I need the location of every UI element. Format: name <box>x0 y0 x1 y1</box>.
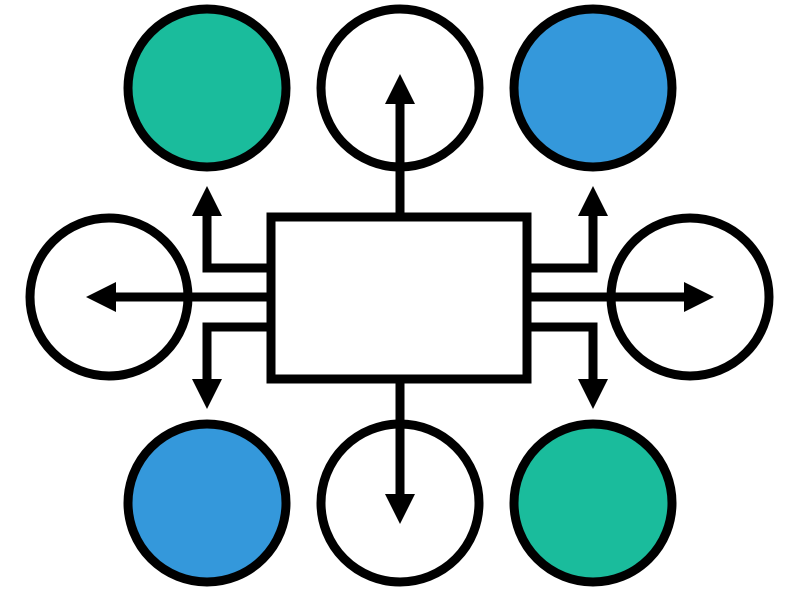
connector-top-left <box>202 213 270 273</box>
center-hub-box <box>266 212 532 384</box>
arrowhead-bottom-left <box>192 379 222 409</box>
arrowhead-bottom-right <box>578 379 608 409</box>
node-circle-top-right <box>509 4 677 172</box>
connector-bottom-right <box>528 322 598 382</box>
arrowhead-middle-right <box>684 282 714 312</box>
node-circle-bottom-left <box>123 419 291 587</box>
connector-top-right <box>528 213 598 273</box>
arrowhead-top-left <box>192 186 222 216</box>
arrowhead-top-right <box>578 186 608 216</box>
arrowhead-top-center <box>385 74 415 104</box>
node-circle-top-left <box>123 4 291 172</box>
connector-bottom-left <box>202 322 270 382</box>
node-circle-bottom-right <box>509 419 677 587</box>
arrowhead-middle-left <box>86 282 116 312</box>
arrowhead-bottom-center <box>385 494 415 524</box>
